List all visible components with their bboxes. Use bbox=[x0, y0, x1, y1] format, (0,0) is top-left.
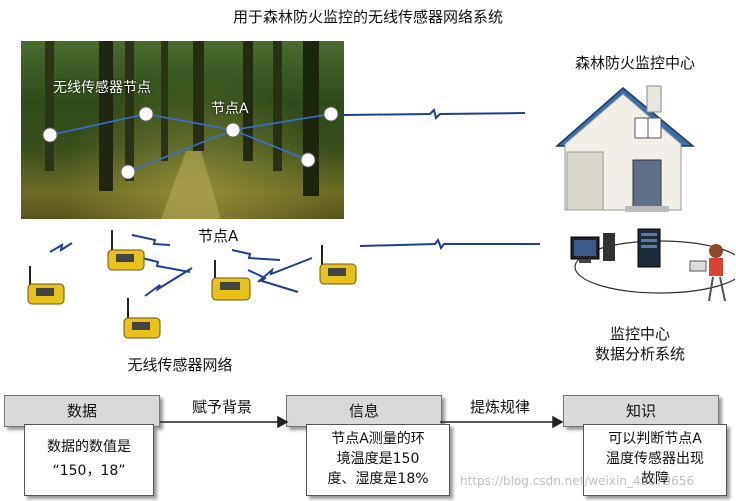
sensor-link-line bbox=[145, 113, 234, 131]
detail-line: 数据的数值是 bbox=[47, 439, 131, 455]
wireless-link bbox=[131, 234, 171, 246]
wireless-link bbox=[231, 249, 281, 261]
sensor-device bbox=[319, 245, 357, 285]
tree-trunk bbox=[125, 41, 134, 181]
sensor-link-line bbox=[49, 113, 147, 136]
detail-line: 度、湿度是18% bbox=[327, 471, 429, 487]
sensor-device bbox=[27, 266, 65, 305]
detail-line: 可以判断节点A bbox=[608, 431, 702, 447]
arrow-head-icon bbox=[552, 415, 564, 429]
detail-line: 节点A测量的环 bbox=[331, 431, 425, 447]
sensor-node bbox=[300, 152, 316, 168]
transition-label-1: 赋予背景 bbox=[192, 398, 253, 416]
stage-data-detail: 数据的数值是 “150，18” bbox=[24, 424, 154, 496]
center-caption-line1: 监控中心 bbox=[609, 325, 670, 343]
sensor-device bbox=[107, 230, 145, 271]
wireless-link bbox=[359, 237, 540, 251]
center-caption-line2: 数据分析系统 bbox=[594, 345, 685, 363]
stage-information-detail: 节点A测量的环 境温度是150 度、湿度是18% bbox=[306, 424, 450, 496]
stage-information-box: 信息 bbox=[286, 395, 442, 427]
center-title: 森林防火监控中心 bbox=[574, 54, 695, 72]
monitoring-center-icon bbox=[570, 228, 735, 302]
diagram-title: 用于森林防火监控的无线传感器网络系统 bbox=[232, 8, 503, 26]
wireless-link bbox=[343, 108, 526, 120]
sensor-device bbox=[211, 260, 251, 301]
detail-line: “150，18” bbox=[52, 463, 126, 479]
sensor-device bbox=[123, 298, 161, 339]
watermark: https://blog.csdn.net/weixin_42079656 bbox=[460, 474, 695, 488]
wireless-link bbox=[141, 257, 191, 273]
sensor-node-a bbox=[225, 122, 241, 138]
tree-trunk bbox=[193, 41, 204, 151]
wireless-link bbox=[144, 267, 193, 297]
network-caption: 无线传感器网络 bbox=[127, 356, 233, 374]
tree-trunk bbox=[45, 41, 54, 171]
forest-scene bbox=[42, 41, 339, 219]
house-icon bbox=[555, 85, 696, 212]
stage-knowledge-box: 知识 bbox=[563, 395, 719, 427]
stage-knowledge-detail: 可以判断节点A 温度传感器出现 故障 bbox=[583, 424, 727, 496]
photo-node-a-label: 节点A bbox=[211, 101, 249, 117]
forest-photo: 无线传感器节点 节点A bbox=[21, 41, 344, 219]
sensor-link-line bbox=[232, 113, 332, 131]
arrow-head-icon bbox=[277, 415, 289, 429]
transition-label-2: 提炼规律 bbox=[470, 398, 531, 416]
sensor-node bbox=[138, 106, 154, 122]
wireless-link bbox=[49, 242, 73, 253]
photo-sensor-node-label: 无线传感器节点 bbox=[53, 80, 151, 96]
sensor-link-line bbox=[127, 129, 234, 173]
tree-trunk bbox=[99, 41, 113, 191]
detail-line: 故障 bbox=[641, 471, 669, 487]
sensor-node bbox=[120, 164, 136, 180]
sensor-node bbox=[42, 127, 58, 143]
detail-line: 境温度是150 bbox=[336, 451, 420, 467]
sensor-node bbox=[323, 106, 339, 122]
stage-data-box: 数据 bbox=[4, 395, 160, 427]
wireless-link bbox=[247, 269, 299, 293]
tree-trunk bbox=[243, 41, 253, 161]
network-node-a-label: 节点A bbox=[198, 227, 239, 245]
tree-trunk bbox=[161, 41, 168, 161]
forest-path bbox=[161, 151, 221, 219]
detail-line: 温度传感器出现 bbox=[606, 451, 704, 467]
tree-trunk bbox=[273, 41, 282, 171]
sensor-link-line bbox=[232, 129, 309, 161]
wireless-link bbox=[257, 257, 313, 283]
